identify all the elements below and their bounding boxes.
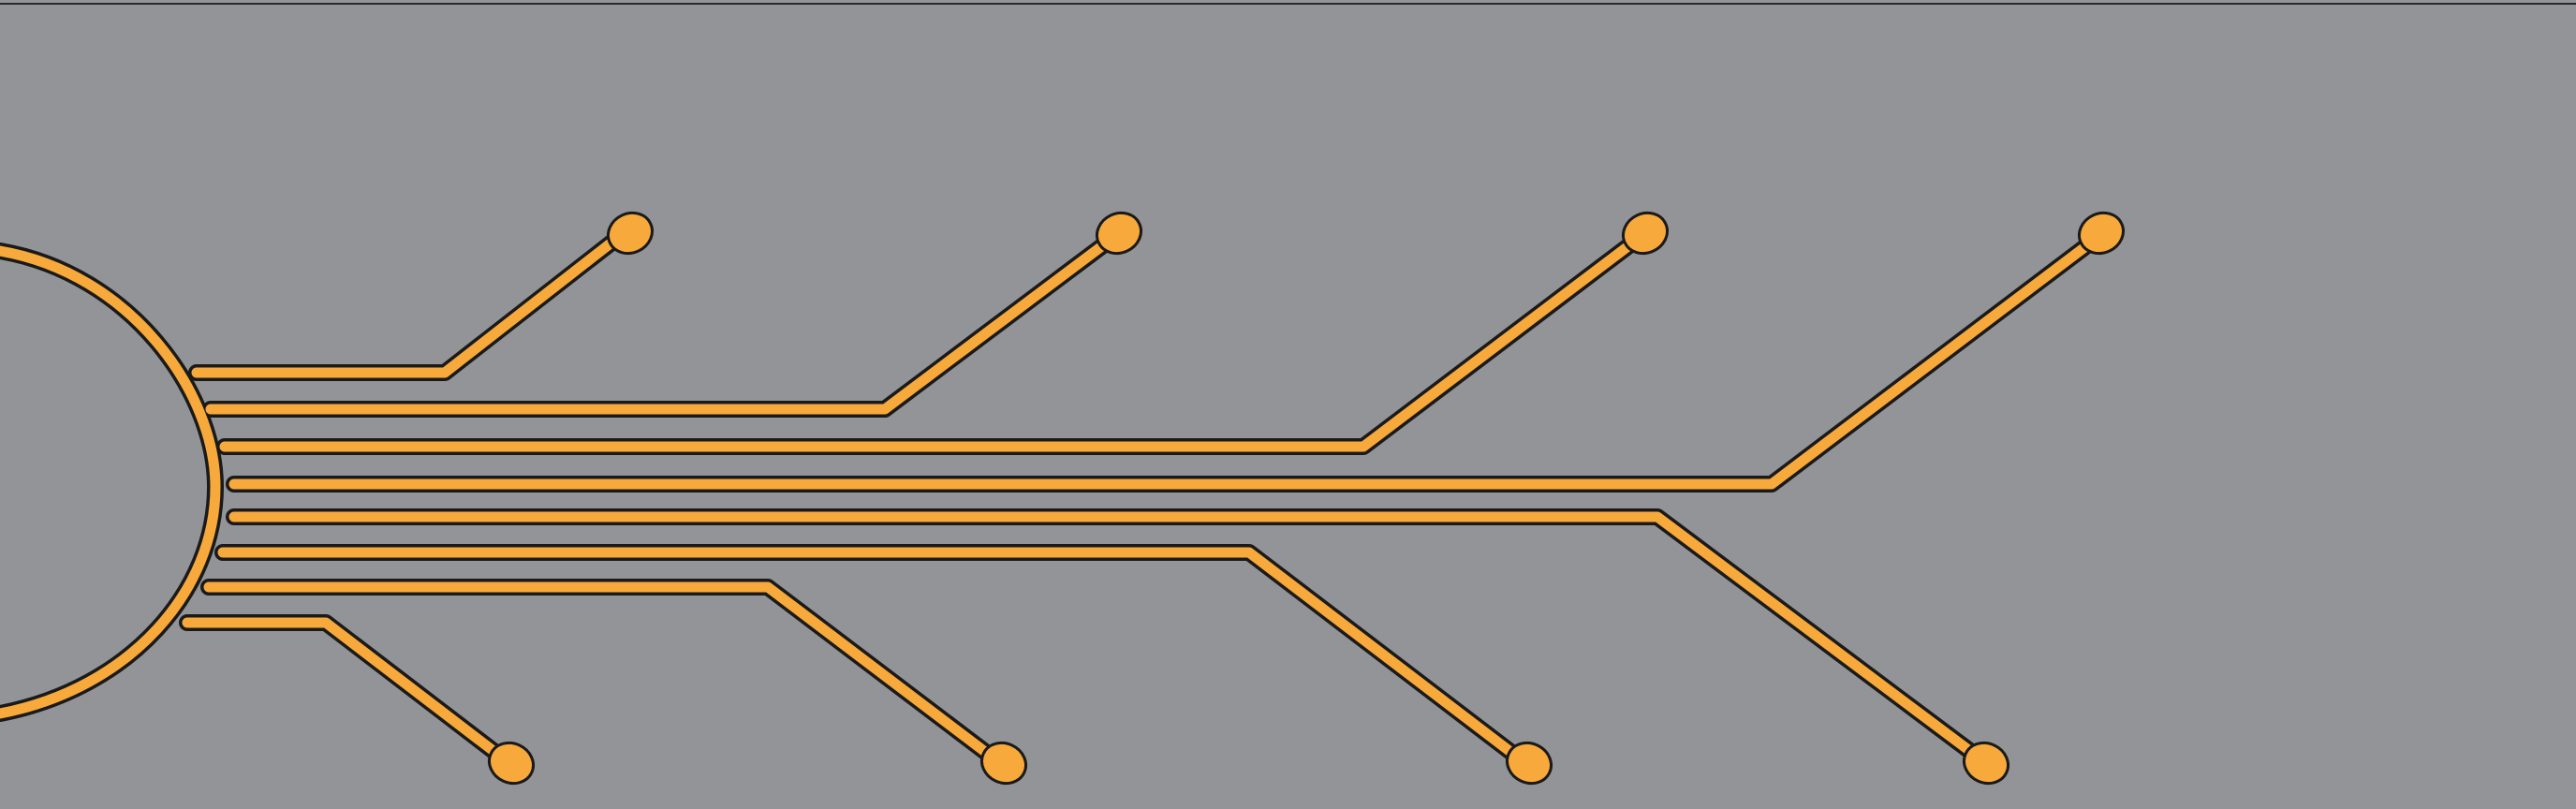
trace-top-3 (219, 234, 1642, 452)
pad-group (488, 211, 2125, 786)
pad-top-1 (607, 211, 654, 256)
trace-bottom-2 (203, 581, 1002, 766)
arc-trace (0, 245, 221, 719)
trace-bottom-4 (228, 511, 1988, 766)
trace-bottom-3 (217, 547, 1527, 766)
pad-bottom-2 (980, 741, 1027, 786)
trace-top-1 (191, 234, 621, 378)
pad-top-2 (1096, 211, 1142, 256)
trace-bottom-1 (182, 617, 511, 766)
pad-top-4 (2078, 211, 2125, 256)
pad-bottom-4 (1963, 741, 2009, 786)
trace-top-4 (228, 234, 2100, 490)
trace-outline-group (0, 231, 2103, 769)
trace-top-2 (205, 234, 1116, 415)
pad-bottom-3 (1506, 741, 1553, 786)
pad-bottom-1 (488, 741, 535, 786)
pad-top-3 (1622, 211, 1669, 256)
trace-group (0, 234, 2100, 766)
